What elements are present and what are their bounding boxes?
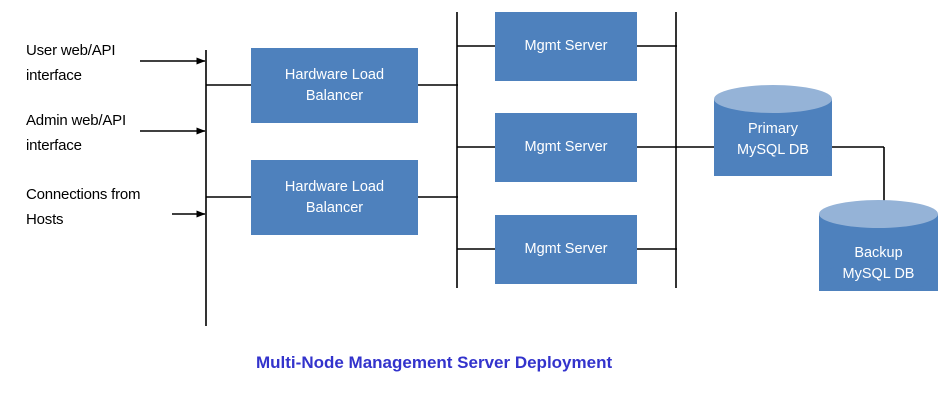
node-load-balancer-2[interactable]: Hardware Load Balancer <box>251 160 418 235</box>
diagram-title: Multi-Node Management Server Deployment <box>256 353 613 372</box>
backup-db-bottom-cap <box>819 263 938 291</box>
entry-label-admin: Admin web/API interface <box>26 112 126 154</box>
node-mgmt-server-2[interactable]: Mgmt Server <box>495 113 637 182</box>
backup-db-top-ellipse <box>819 200 938 228</box>
entry-label-hosts: Connections from Hosts <box>26 186 141 228</box>
node-primary-db[interactable]: Primary MySQL DB <box>714 85 832 190</box>
entry-label-user: User web/API interface <box>26 42 116 84</box>
node-mgmt-server-3[interactable]: Mgmt Server <box>495 215 637 284</box>
primary-db-label: Primary MySQL DB <box>737 121 809 158</box>
node-load-balancer-1[interactable]: Hardware Load Balancer <box>251 48 418 123</box>
node-mgmt-server-1[interactable]: Mgmt Server <box>495 12 637 81</box>
node-backup-db[interactable]: Backup MySQL DB <box>819 200 938 305</box>
primary-db-top-ellipse <box>714 85 832 113</box>
primary-db-bottom-cap <box>714 148 832 176</box>
backup-db-label: Backup MySQL DB <box>842 245 915 282</box>
